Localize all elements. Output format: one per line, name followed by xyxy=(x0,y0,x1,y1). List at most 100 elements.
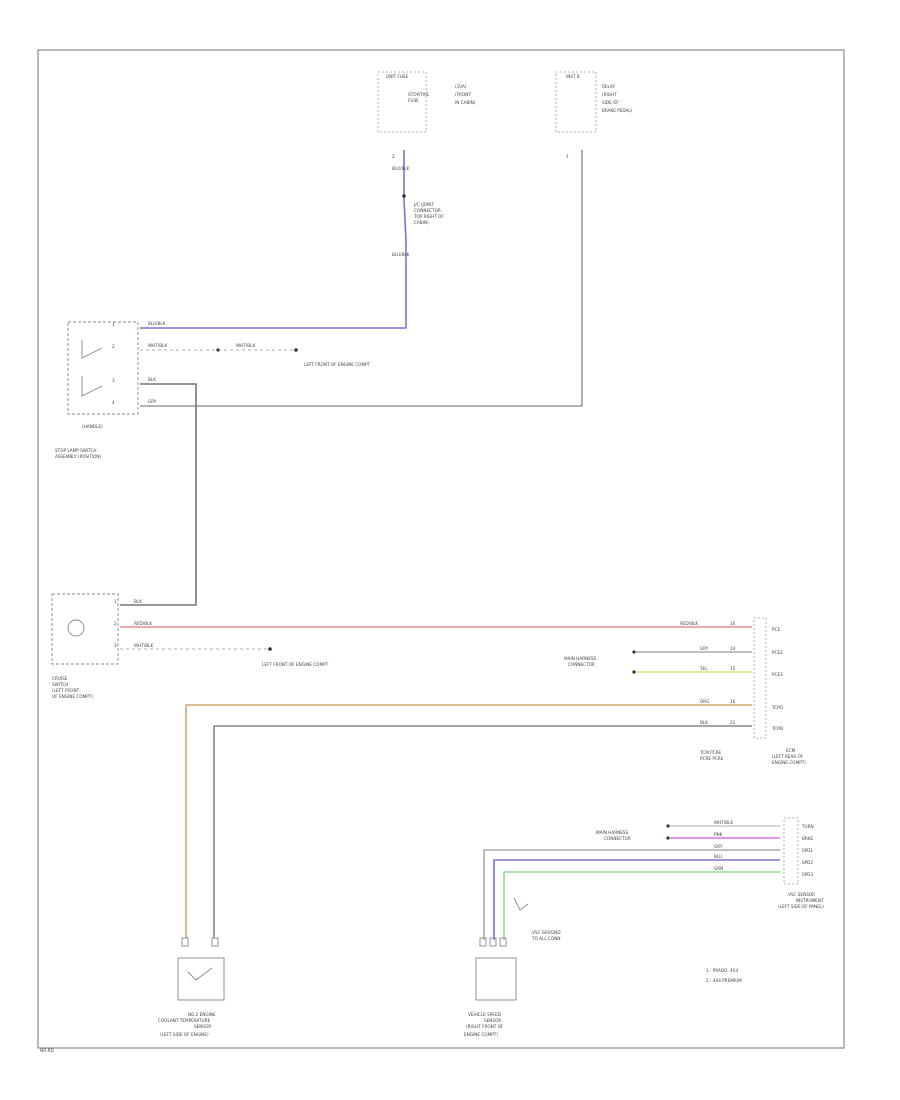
vsc-ground-symbol xyxy=(513,897,529,911)
ecm-pin-15: 15 xyxy=(730,666,736,671)
joint-connector-label-2: CONNECTOR xyxy=(414,208,441,213)
ecm-pin-label-2: PCE2 xyxy=(772,650,783,655)
stop-lamp-switch-label-1: STOP LAMP SWITCH xyxy=(55,448,97,453)
ecm-sub-label-1: TCM PCRE xyxy=(699,750,722,755)
ecm-wire-gry: GRY xyxy=(700,646,709,651)
coolant-sensor-symbol xyxy=(187,967,213,981)
wire-gry-meter[interactable] xyxy=(483,849,780,940)
cruise-wire-red: RED/BLK xyxy=(134,621,152,626)
joint-connector-wire: BLU/BLK xyxy=(392,252,410,257)
coolant-connector-stub-1 xyxy=(181,937,189,947)
ecm-wire-yel: YEL xyxy=(699,666,708,671)
legend-line-1: 1 : PRADO, 4X4 xyxy=(706,968,739,973)
joint-connector-dot xyxy=(402,194,406,198)
relay-top-label: INST B xyxy=(566,74,580,79)
wire-blk-1[interactable] xyxy=(120,383,197,606)
speed-sensor-body xyxy=(475,957,517,1001)
relay-box-outline xyxy=(555,71,597,133)
speed-sensor-label-3: (RIGHT FRONT OF xyxy=(466,1024,504,1029)
joint-connector-label-1: J/C (JOINT xyxy=(413,202,434,207)
ecm-label-2: (LEFT REAR OF xyxy=(772,754,804,759)
fuse-label-1: STOP/TAIL xyxy=(408,92,430,97)
ecm-wire-blk: BLK xyxy=(700,720,708,725)
wire-blu-meter[interactable] xyxy=(493,859,780,940)
figure-code: NO.RD xyxy=(40,1048,54,1053)
ground-callout-1: LEFT FRONT OF ENGINE COMPT xyxy=(304,362,371,367)
meter-wire-gry: GRY xyxy=(714,844,723,849)
diagram-frame xyxy=(37,49,845,1049)
coolant-sensor-label-1: NO.2 ENGINE xyxy=(188,1012,216,1017)
meter-wire-pnk: PNK xyxy=(714,832,723,837)
speed-connector-stub-2 xyxy=(489,937,497,947)
meter-wire-blu: BLU xyxy=(714,854,722,859)
coolant-sensor-label-4: (LEFT SIDE OF ENGINE) xyxy=(160,1032,209,1037)
relay-label-2: (RIGHT xyxy=(602,92,617,97)
coolant-sensor-body xyxy=(177,957,225,1001)
meter-pin-label-3: SPD1 xyxy=(802,848,813,853)
joint-connector-label-4: CABIN) xyxy=(414,220,429,225)
cruise-pin-2: 2 xyxy=(114,621,117,626)
wire-org[interactable] xyxy=(185,704,752,938)
stop-lamp-switch-label-2: ASSEMBLY (POSITION) xyxy=(55,454,102,459)
coolant-sensor-label-2: COOLANT TEMPERATURE xyxy=(158,1018,211,1023)
meter-connector-outline xyxy=(783,817,799,885)
meter-label-2: INSTRUMENT xyxy=(796,898,824,903)
fuse-label-5: IN CABIN) xyxy=(455,100,476,105)
cruise-switch-label-1: CRUISE xyxy=(52,676,68,681)
ecm-label-1: ECM xyxy=(786,748,796,753)
main-connector-2-label-1: MAIN HARNESS xyxy=(596,830,629,835)
ecm-pin-10: 10 xyxy=(730,621,736,626)
wire-blu-blk[interactable] xyxy=(140,150,407,329)
ecm-pin-label-4: TCM1 xyxy=(771,705,784,710)
ecm-pin-label-3: PCE3 xyxy=(772,672,783,677)
main-connector-1-label-1: MAIN HARNESS xyxy=(564,656,597,661)
cruise-switch-label-3: (LEFT FRONT xyxy=(52,688,80,693)
ecm-pin-21: 21 xyxy=(730,720,736,725)
cruise-switch-body xyxy=(51,593,119,665)
pin-label-4: 4 xyxy=(112,400,115,405)
wire-blk-2[interactable] xyxy=(213,725,752,938)
stop-lamp-switch-contact-1 xyxy=(81,340,103,359)
fuse-pin: 2 xyxy=(392,154,395,159)
meter-pin-label-4: SPD2 xyxy=(802,860,813,865)
ecm-wire-red: RED/BLK xyxy=(680,621,698,626)
wire-label-wht-blk-a: WHT/BLK xyxy=(148,343,167,348)
cruise-pin-3: 3 xyxy=(114,643,117,648)
ground-dot-1 xyxy=(294,348,298,352)
joint-connector-label-3: TOP RIGHT OF xyxy=(413,214,444,219)
main-connector-2-dot-b xyxy=(666,836,670,840)
coolant-sensor-label-3: SENSOR xyxy=(194,1024,211,1029)
vsc-ground-label-1: VSC GROUND xyxy=(532,930,561,935)
fuse-label-3: (10A) xyxy=(455,84,467,89)
speed-connector-stub-1 xyxy=(479,937,487,947)
wire-label-blk-a: BLK xyxy=(148,377,156,382)
wire-gry-relay[interactable] xyxy=(140,150,583,407)
wire-label-wht-blk-b: WHT/BLK xyxy=(236,343,255,348)
pin-label-3: 3 xyxy=(112,378,115,383)
cruise-pin-1: 1 xyxy=(114,599,117,604)
speed-connector-stub-3 xyxy=(499,937,507,947)
meter-pin-label-1: TURN xyxy=(801,824,814,829)
wire-green-meter[interactable] xyxy=(503,871,780,940)
stop-lamp-switch-tag: (HANDLE) xyxy=(82,424,103,429)
main-connector-1-label-2: CONNECTOR xyxy=(568,662,595,667)
stop-lamp-switch-contact-2 xyxy=(81,376,103,397)
fuse-box-outline xyxy=(377,71,427,133)
ground-callout-2: LEFT FRONT OF ENGINE COMPT xyxy=(262,662,329,667)
pin-label-1: 1 xyxy=(112,322,115,327)
ecm-pin-14: 14 xyxy=(730,646,736,651)
legend-line-2: 2 : 4X4 PREMIUM xyxy=(706,978,742,983)
meter-wire-grn: GRN xyxy=(714,866,723,871)
cruise-switch-symbol xyxy=(67,619,85,637)
speed-sensor-label-1: VEHICLE SPEED xyxy=(468,1012,501,1017)
main-connector-1-dot-a xyxy=(632,650,636,654)
speed-sensor-label-2: SENSOR xyxy=(484,1018,501,1023)
meter-pin-label-2: BRKE xyxy=(802,836,814,841)
ecm-pin-label-1: PCE xyxy=(772,627,780,632)
ecm-pin-16: 16 xyxy=(730,699,736,704)
meter-label-1: VSC SENSOR xyxy=(788,892,815,897)
fuse-wire-label: BLU/BLK xyxy=(392,166,410,171)
relay-label-3: SIDE OF xyxy=(602,100,619,105)
wire-label-gry-a: GRY xyxy=(148,399,157,404)
